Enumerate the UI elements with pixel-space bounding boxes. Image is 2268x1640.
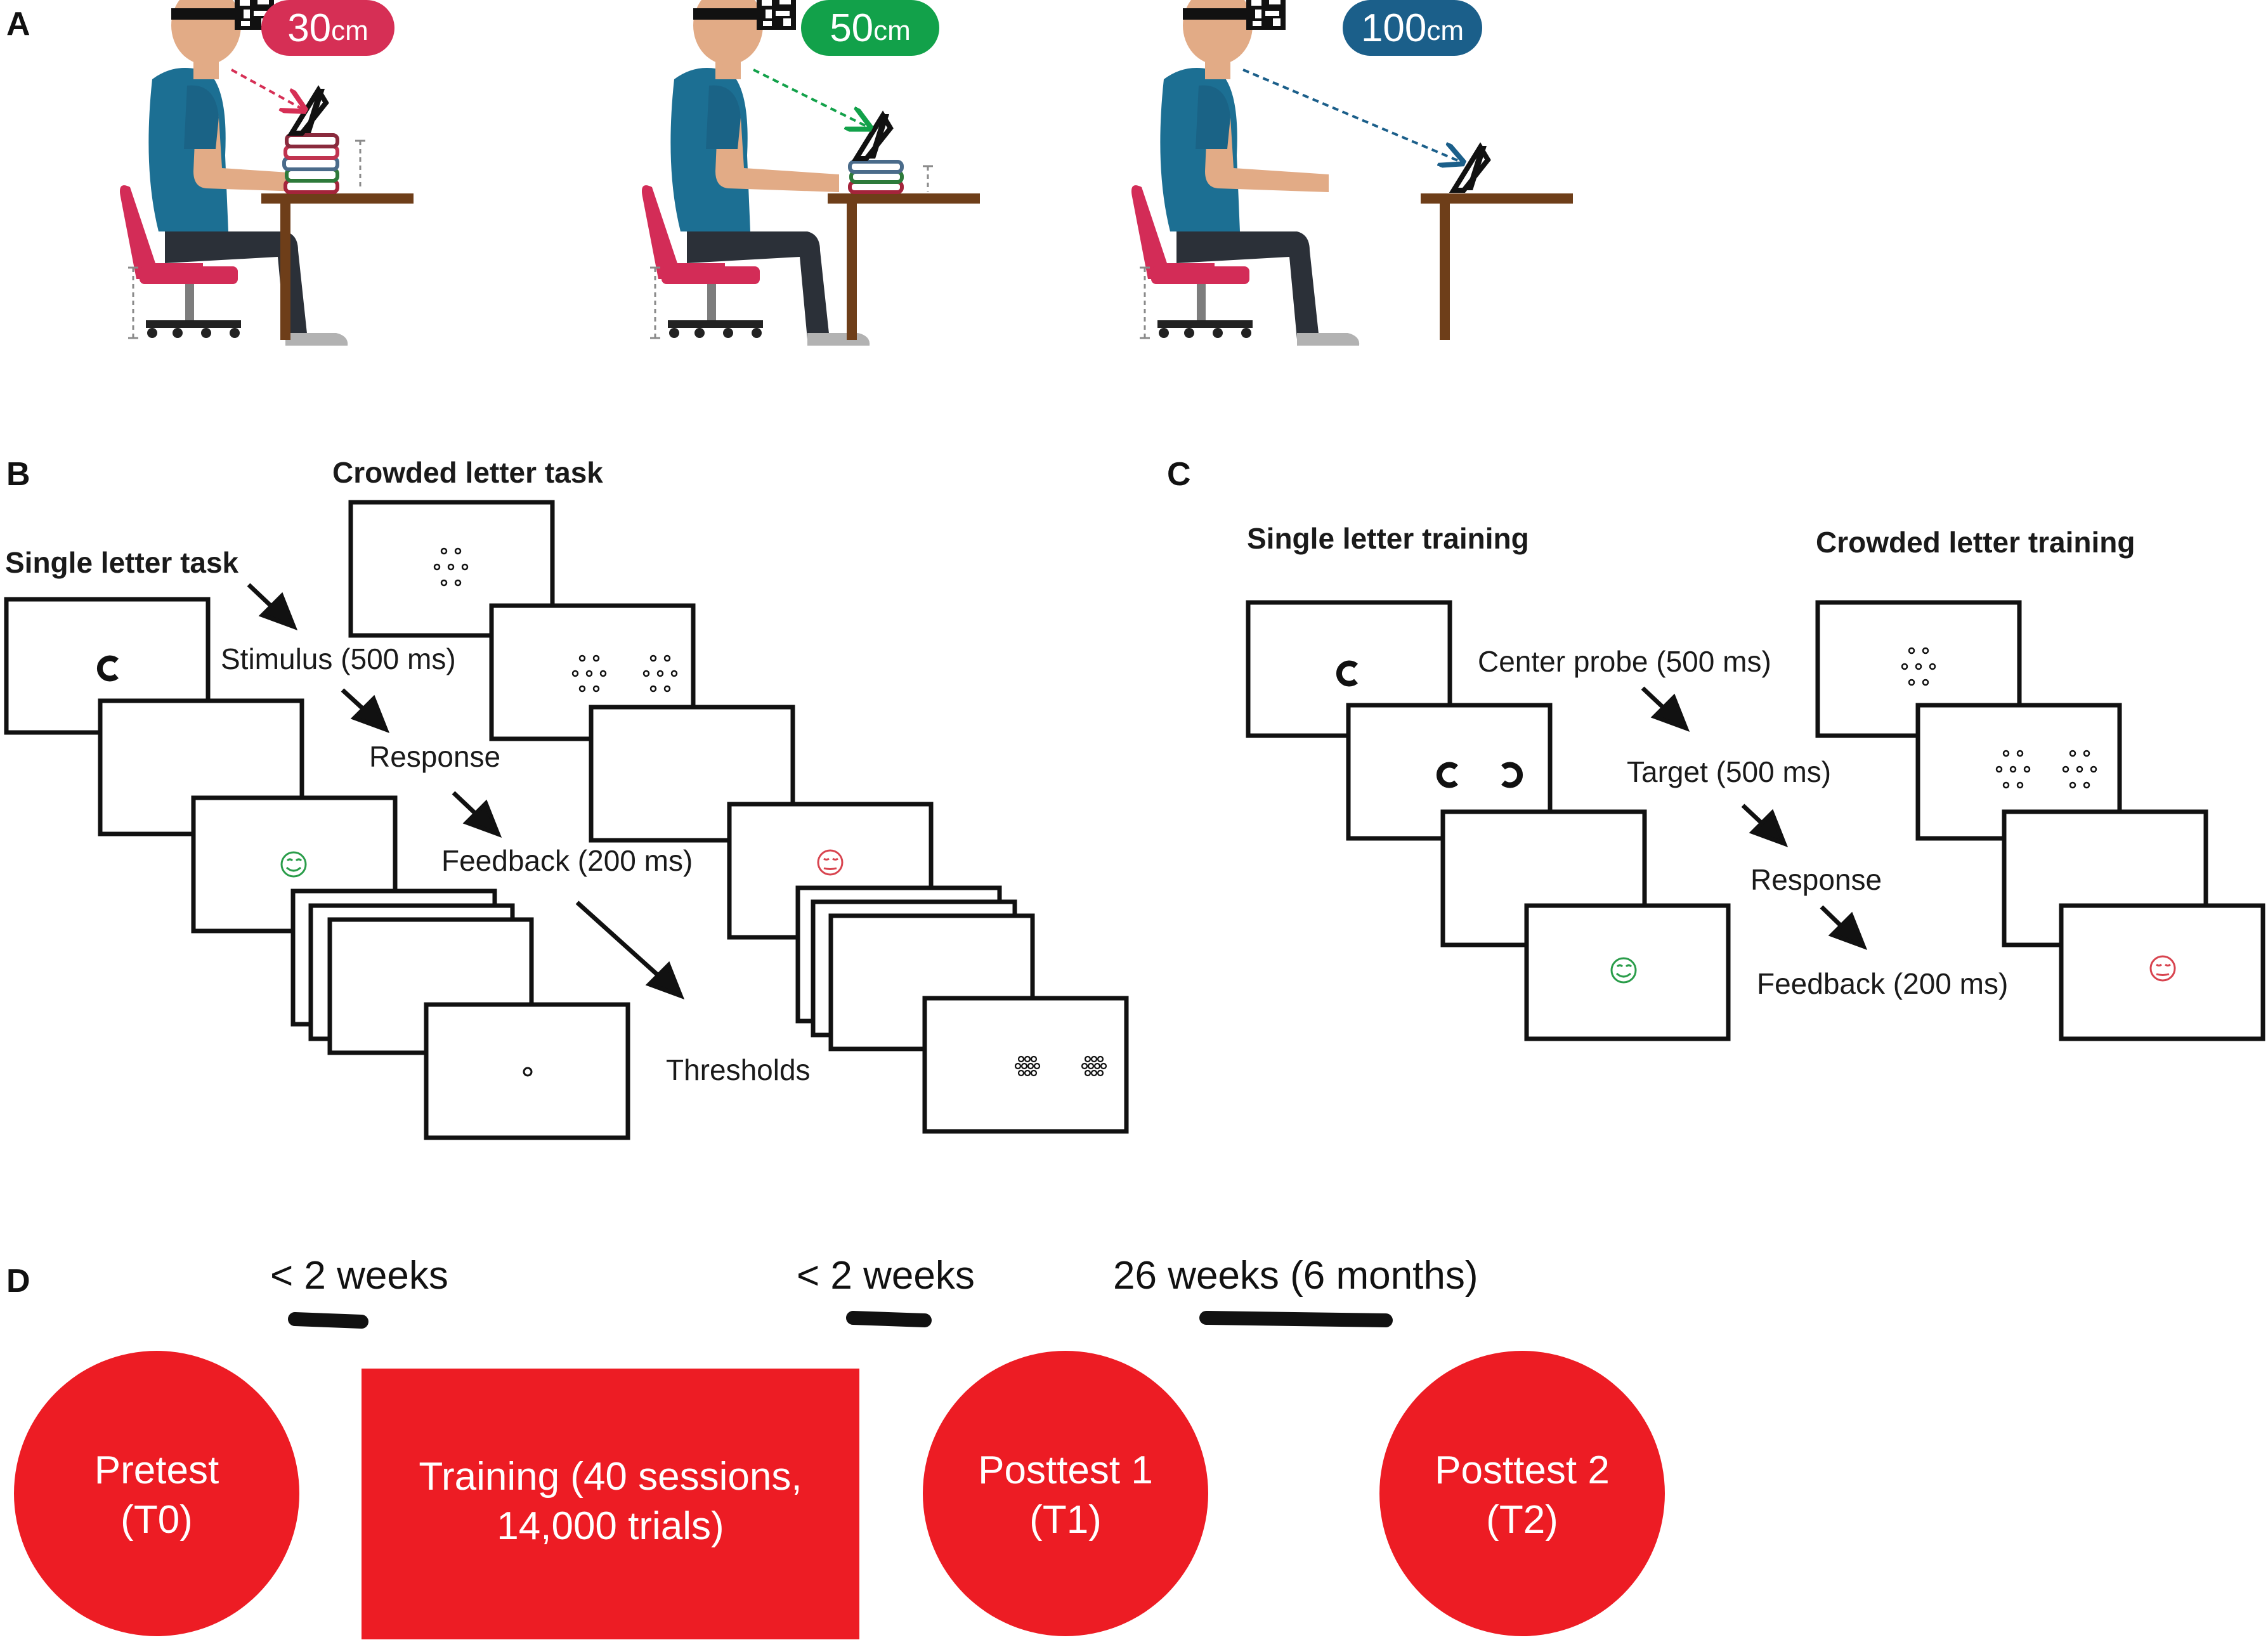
book-stack-icon: [848, 160, 904, 194]
crowded-threshold-icon: [1014, 1055, 1107, 1077]
panel-b-arrows: [247, 583, 685, 999]
book-stack-icon: [282, 133, 339, 194]
gap-bar-2: [846, 1311, 932, 1327]
gap-bar-3: [1199, 1311, 1393, 1327]
training-node: [362, 1369, 859, 1639]
training-label: Training (40 sessions, 14,000 trials): [362, 1452, 859, 1551]
crowded-letter-training-title: Crowded letter training: [1816, 526, 2135, 559]
setup-30cm: [120, 0, 414, 346]
sad-face-icon: [817, 849, 844, 876]
posttest1-code: (T1): [1029, 1497, 1102, 1542]
step-feedback: Feedback (200 ms): [441, 844, 693, 877]
distance-value: 50: [830, 6, 874, 50]
panel-d-timeline: [14, 1311, 1665, 1639]
panel-c-screens: [1246, 600, 2265, 1041]
happy-face-icon: [280, 851, 307, 878]
training-title: Training (40 sessions,: [419, 1455, 802, 1499]
panel-d-label: D: [6, 1263, 30, 1299]
pretest-code: (T0): [121, 1497, 193, 1542]
gap-label-1: < 2 weeks: [270, 1254, 448, 1298]
step-target: Target (500 ms): [1627, 755, 1832, 788]
landolt-c-right-icon: [1501, 762, 1523, 788]
panel-b-label: B: [6, 456, 30, 493]
posttest2-title: Posttest 2: [1435, 1448, 1610, 1492]
posttest1-node: [923, 1351, 1208, 1636]
crowded-cluster-icon: [433, 547, 469, 587]
posttest1-title: Posttest 1: [978, 1448, 1153, 1492]
step-feedback: Feedback (200 ms): [1757, 967, 2009, 1000]
landolt-c-icon: [96, 655, 119, 682]
distance-unit: cm: [331, 15, 368, 46]
posttest2-code: (T2): [1486, 1497, 1558, 1542]
distance-unit: cm: [873, 15, 911, 46]
distance-value: 100: [1360, 6, 1427, 50]
landolt-c-left-icon: [1436, 762, 1458, 788]
panel-a-label: A: [6, 6, 30, 42]
pretest-label: Pretest (T0): [14, 1446, 299, 1544]
crowded-cluster-icon: [1901, 647, 1936, 686]
posttest2-node: [1379, 1351, 1665, 1636]
single-letter-training-title: Single letter training: [1247, 522, 1529, 555]
step-response: Response: [369, 740, 501, 773]
setup-100cm: [1131, 0, 1573, 346]
step-center-probe: Center probe (500 ms): [1478, 645, 1771, 678]
panel-c-content: [1336, 647, 2176, 984]
training-trials: 14,000 trials): [497, 1504, 724, 1548]
happy-face-icon: [1610, 957, 1637, 984]
step-thresholds: Thresholds: [666, 1053, 811, 1086]
crowded-letter-task-title: Crowded letter task: [332, 456, 603, 489]
gap-bar-1: [288, 1312, 368, 1329]
gap-label-3: 26 weeks (6 months): [1113, 1254, 1478, 1298]
setup-50cm: [642, 0, 980, 346]
step-response: Response: [1750, 863, 1882, 896]
screen-single-threshold: [424, 1002, 630, 1140]
sad-face-icon: [2149, 955, 2176, 982]
crowded-pair-icon: [1995, 750, 2097, 789]
landolt-c-icon: [1336, 660, 1358, 687]
screen-single-training-feedback: [1524, 903, 1731, 1041]
screen-crowded-training-feedback: [2059, 903, 2265, 1041]
pretest-node: [14, 1351, 299, 1636]
panel-b-screens: [4, 500, 1129, 1140]
step-stimulus: Stimulus (500 ms): [221, 642, 456, 675]
posttest1-label: Posttest 1 (T1): [923, 1446, 1208, 1544]
pretest-title: Pretest: [94, 1448, 219, 1492]
posttest2-label: Posttest 2 (T2): [1379, 1446, 1665, 1544]
panel-c-arrows: [1641, 686, 1868, 950]
small-c-icon: [523, 1067, 533, 1077]
distance-unit: cm: [1426, 15, 1464, 46]
single-letter-task-title: Single letter task: [5, 546, 239, 579]
distance-value: 30: [287, 6, 332, 50]
gap-label-2: < 2 weeks: [797, 1254, 975, 1298]
crowded-pair-icon: [571, 654, 678, 693]
panel-b-content: [96, 547, 1107, 1077]
panel-c-label: C: [1167, 456, 1191, 493]
screen-crowded-threshold: [922, 996, 1129, 1134]
